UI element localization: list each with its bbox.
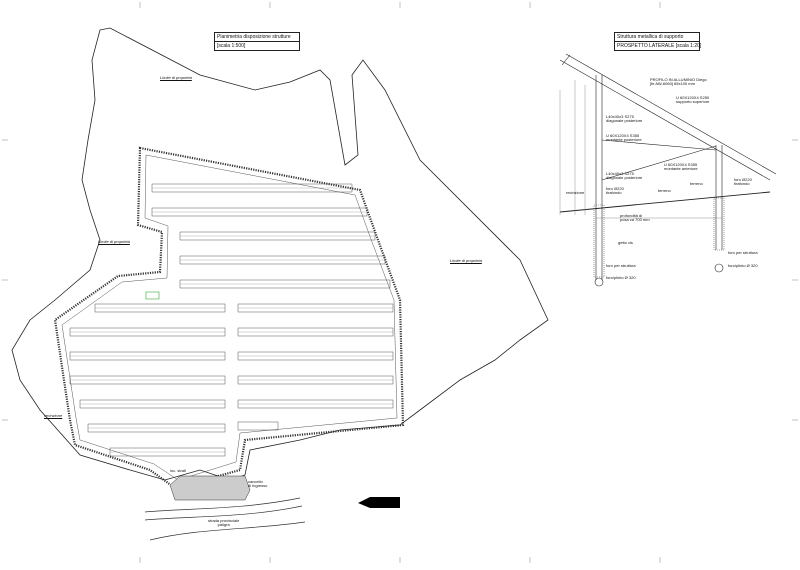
hole-right-label: foro per struttura	[728, 250, 758, 255]
anchor-bolt-left-label: foro Ø220 tirafondo	[606, 186, 624, 196]
terrain-left-label: terreno	[658, 188, 671, 193]
rear-upright-label: U 60X120X4 S355 montante posteriore	[606, 133, 642, 143]
road-label: strada provinciale paligra	[208, 518, 240, 528]
plan-title-block: Planimetria disposizione strutture [scal…	[214, 32, 300, 51]
front-upright-label: U 60X120X4 S355 montante anteriore	[664, 162, 698, 172]
plan-scale: [scala 1:500]	[215, 41, 299, 50]
detail-title-block: Struttura metallica di supporto PROSPETT…	[614, 32, 702, 51]
road	[144, 497, 306, 541]
panel-hatch	[70, 187, 393, 453]
rear-diagonal-label-2: L40x40x3 S275 diagonale posteriore	[606, 171, 643, 181]
pile-left-label: foro/plinto Ø 320	[606, 275, 636, 280]
cabin	[145, 291, 160, 300]
storage-label: loc. strati	[170, 468, 187, 473]
hole-left-label: foro per struttura	[606, 263, 636, 268]
property-boundary	[11, 27, 549, 481]
panel-rows	[69, 183, 394, 457]
fence	[53, 146, 405, 490]
gate-label: cancello di ingresso	[248, 479, 268, 489]
fence-detail-label: recinzione	[566, 190, 585, 195]
north-arrow-icon	[358, 497, 400, 508]
property-limit-label-right: Limite di proprietà	[450, 258, 482, 263]
property-limit-label-top: Limite di proprietà	[160, 75, 192, 80]
fence-label: recinzione	[44, 413, 63, 418]
support-structure-elevation	[559, 53, 777, 287]
pile-right-label: foro/plinto Ø 320	[728, 263, 758, 268]
embed-depth-label: profondità di posa ca 700 mm	[620, 213, 650, 223]
entrance-area	[169, 475, 251, 501]
detail-subtitle: PROSPETTO LATERALE [scala 1:20]	[615, 41, 702, 49]
casting-label: getto cls	[618, 240, 633, 245]
property-limit-label-left: Limite di proprietà	[98, 239, 130, 244]
anchor-bolt-right-label: foro Ø220 tirafondo	[734, 177, 752, 187]
plan-title: Planimetria disposizione strutture	[217, 34, 291, 40]
upper-support-label: U 60X120X4 S250 supporto superiore	[676, 95, 710, 105]
detail-title: Struttura metallica di supporto	[617, 34, 684, 40]
rear-diagonal-label: L40x40x3 S275 diagonale posteriore	[606, 114, 643, 124]
sheet-frame	[2, 2, 798, 563]
terrain-right-label: terreno	[690, 181, 703, 186]
profile-label: PROFILO IN ALLUMINIO Diego [fe AW-6060] …	[650, 77, 707, 87]
